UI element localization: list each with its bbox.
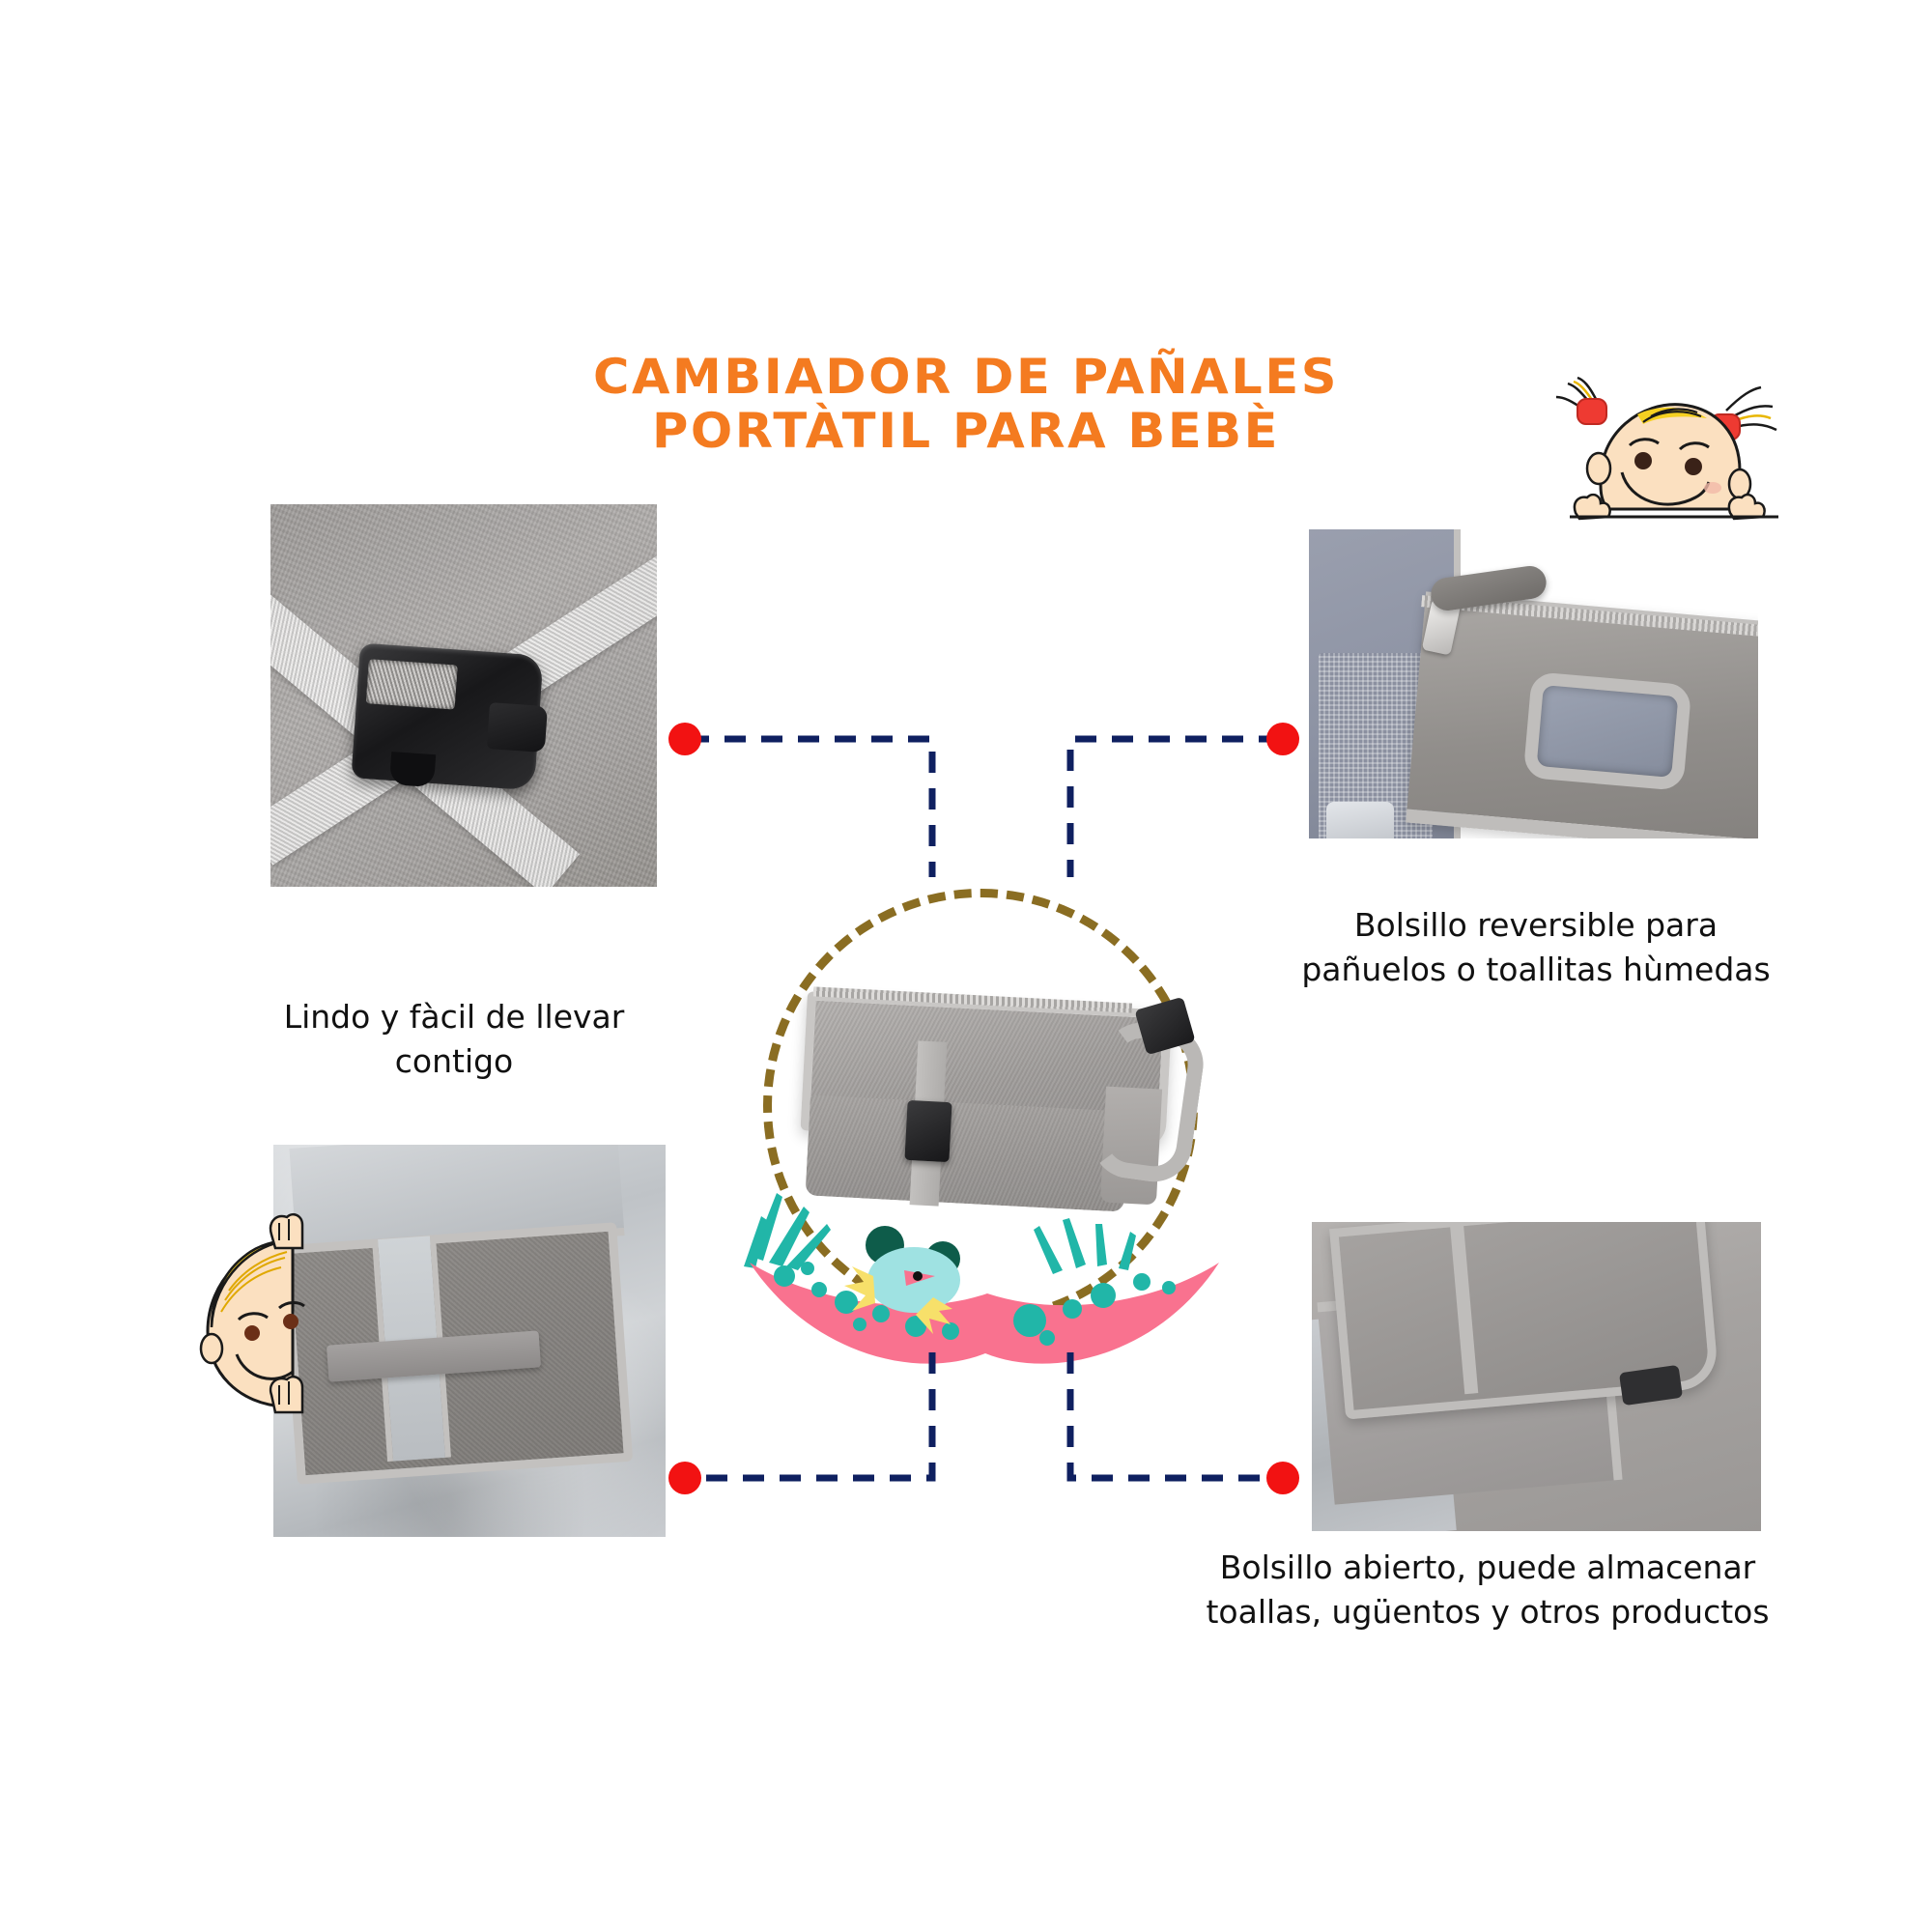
grass-left-icon bbox=[744, 1193, 831, 1270]
caption-buckle: Lindo y fàcil de llevar contigo bbox=[283, 998, 625, 1080]
eye-left bbox=[244, 1325, 260, 1341]
blond-hair bbox=[210, 1238, 294, 1328]
bottle-corner bbox=[1326, 802, 1394, 838]
pink-crescent-with-chick bbox=[744, 1174, 1227, 1367]
baby-boy-svg bbox=[199, 1213, 305, 1414]
baby-girl-svg bbox=[1555, 376, 1778, 521]
baby-girl-head bbox=[1599, 403, 1742, 511]
crescent-dots bbox=[774, 1262, 1176, 1346]
caption-wipes-pocket: Bolsillo reversible para pañuelos o toal… bbox=[1301, 906, 1771, 988]
decor-svg bbox=[744, 1193, 1219, 1364]
photo-buckle-strap bbox=[270, 504, 657, 887]
caption-open-pocket: Bolsillo abierto, puede almacenar toalla… bbox=[1206, 1548, 1770, 1631]
photo-open-storage-pocket bbox=[1312, 1222, 1761, 1531]
eye-right bbox=[283, 1314, 298, 1329]
connector-bottom-right bbox=[1066, 1352, 1280, 1482]
hand-top bbox=[269, 1213, 304, 1250]
connector-dot-top-right[interactable] bbox=[1266, 723, 1299, 755]
hair-clip-left-icon bbox=[1577, 398, 1607, 425]
connector-dot-top-left[interactable] bbox=[668, 723, 701, 755]
eye-right bbox=[1685, 458, 1702, 475]
eye-left bbox=[1634, 452, 1652, 469]
baby-girl-mascot bbox=[1541, 372, 1792, 565]
connector-bottom-left bbox=[690, 1352, 936, 1482]
photo-reversible-wipes-pocket bbox=[1309, 512, 1758, 838]
connector-dot-bottom-right[interactable] bbox=[1266, 1462, 1299, 1494]
photo-waterproof-changing-pad bbox=[273, 1145, 666, 1537]
baby-boy-mascot bbox=[179, 1208, 372, 1439]
fringe bbox=[1637, 407, 1707, 424]
hand-bottom bbox=[269, 1376, 304, 1414]
hand-left bbox=[1573, 493, 1611, 521]
chick-icon bbox=[844, 1226, 960, 1334]
smile bbox=[235, 1353, 294, 1380]
hand-right bbox=[1727, 493, 1766, 521]
connector-dot-bottom-left[interactable] bbox=[668, 1462, 701, 1494]
connector-top-left bbox=[688, 735, 936, 877]
grass-right-icon bbox=[1034, 1218, 1136, 1274]
pink-crescent-shape bbox=[750, 1263, 1219, 1364]
connector-top-right bbox=[1066, 735, 1280, 877]
